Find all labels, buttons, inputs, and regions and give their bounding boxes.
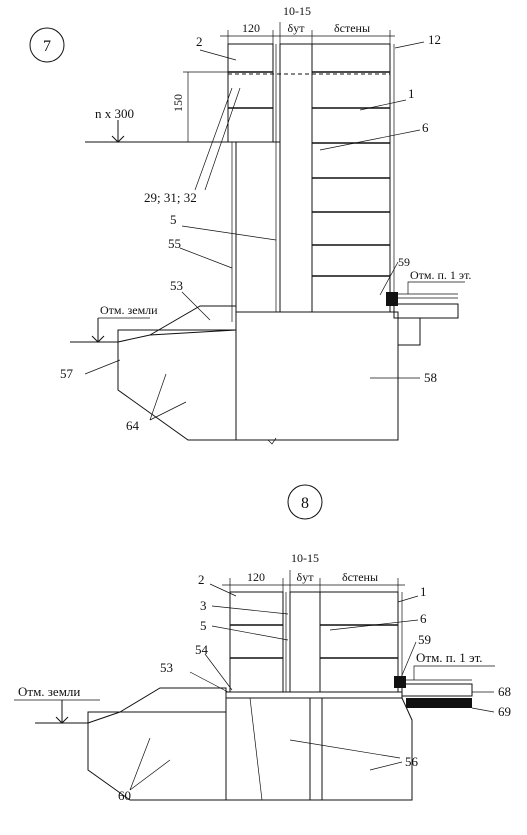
level-n300-label: n x 300 bbox=[95, 106, 134, 121]
callout-8-2: 2 bbox=[198, 572, 205, 587]
detail-8-floor-slab bbox=[401, 683, 473, 697]
detail-7: 7 120 10-15 δут δстены bbox=[29, 4, 471, 445]
level-floor-label: Отм. п. 1 эт. bbox=[416, 650, 483, 665]
detail-7-blind-area bbox=[149, 305, 237, 336]
callout-8-5: 5 bbox=[200, 618, 207, 633]
detail-8-floor-layer bbox=[406, 698, 472, 708]
detail-7-dim-10-15: 10-15 bbox=[283, 4, 311, 18]
detail-8-concrete-prep bbox=[87, 711, 227, 801]
detail-8-blind-area bbox=[118, 687, 227, 713]
callout-7-57: 57 bbox=[60, 366, 74, 381]
detail-8-top-dimensions: 120 10-15 δут δстены bbox=[222, 551, 405, 592]
detail-8-dim-dut: δут bbox=[297, 570, 315, 584]
detail-7-facing-brick bbox=[227, 43, 274, 143]
detail-7-floor-edge bbox=[386, 292, 398, 306]
detail-7-leaders bbox=[84, 41, 425, 421]
callout-8-69: 69 bbox=[498, 704, 511, 719]
detail-7-plinth-wall bbox=[235, 141, 281, 313]
callout-7-2: 2 bbox=[196, 34, 203, 49]
detail-7-brick-joints bbox=[228, 71, 390, 277]
callout-7-1: 1 bbox=[408, 86, 415, 101]
callout-7-58: 58 bbox=[424, 370, 437, 385]
callout-7-29-31-32: 29; 31; 32 bbox=[144, 190, 197, 205]
detail-7-dim-dut: δут bbox=[288, 21, 306, 35]
detail-7-foundation bbox=[235, 311, 399, 441]
detail-8-number: 8 bbox=[301, 495, 309, 512]
detail-7-level-floor: Отм. п. 1 эт. bbox=[407, 268, 471, 294]
callout-8-59: 59 bbox=[418, 632, 431, 647]
detail-8-level-floor: Отм. п. 1 эт. bbox=[413, 650, 495, 680]
callout-8-1: 1 bbox=[420, 584, 427, 599]
level-ground-label: Отм. земли bbox=[18, 684, 80, 699]
detail-7-dim-dsteny: δстены bbox=[334, 21, 370, 35]
detail-8-dim-120: 120 bbox=[247, 570, 265, 584]
detail-7-level-n300: n x 300 bbox=[85, 106, 228, 143]
callout-7-6: 6 bbox=[422, 120, 429, 135]
detail-8-number-circle bbox=[287, 484, 323, 520]
dim-150-label: 150 bbox=[171, 94, 185, 112]
detail-8-brick-joints bbox=[230, 624, 398, 659]
callout-7-59: 59 bbox=[398, 255, 410, 269]
callout-7-64: 64 bbox=[126, 418, 140, 433]
level-ground-label: Отм. земли bbox=[100, 303, 158, 317]
callout-7-5: 5 bbox=[170, 212, 177, 227]
detail-7-level-ground: Отм. земли bbox=[91, 303, 158, 343]
detail-7-top-dimensions: 120 10-15 δут δстены bbox=[220, 4, 395, 44]
detail-8-foundation bbox=[225, 697, 413, 801]
detail-8-insulation bbox=[289, 591, 321, 693]
detail-7-concrete-prep bbox=[117, 329, 237, 441]
detail-7-dim-150: 150 bbox=[171, 71, 228, 142]
detail-8-facing-brick bbox=[229, 591, 284, 693]
callout-8-54: 54 bbox=[195, 642, 209, 657]
detail-7-number: 7 bbox=[43, 38, 51, 55]
detail-7-insulation bbox=[279, 43, 313, 313]
detail-8-leaders bbox=[129, 583, 495, 791]
callout-7-12: 12 bbox=[428, 32, 441, 47]
callout-8-68: 68 bbox=[498, 684, 511, 699]
detail-7-dim-120: 120 bbox=[242, 21, 260, 35]
detail-8-level-ground: Отм. земли bbox=[14, 684, 100, 724]
callout-8-56: 56 bbox=[405, 754, 419, 769]
detail-8-inner-wall bbox=[319, 591, 399, 693]
detail-8: 8 120 10-15 δут δстены bbox=[14, 484, 511, 803]
callout-8-53: 53 bbox=[160, 660, 173, 675]
detail-7-number-circle bbox=[29, 27, 65, 63]
callout-7-55: 55 bbox=[168, 236, 181, 251]
callout-8-60: 60 bbox=[118, 788, 131, 803]
callout-8-3: 3 bbox=[200, 598, 207, 613]
detail-8-floor-edge bbox=[394, 676, 406, 688]
callout-8-6: 6 bbox=[420, 611, 427, 626]
detail-8-dim-dsteny: δстены bbox=[342, 570, 378, 584]
detail-8-dim-10-15: 10-15 bbox=[291, 551, 319, 565]
detail-8-damp-course bbox=[225, 691, 403, 699]
detail-7-floor-slab bbox=[393, 303, 459, 319]
callout-7-53: 53 bbox=[170, 278, 183, 293]
level-floor-label: Отм. п. 1 эт. bbox=[410, 268, 471, 282]
